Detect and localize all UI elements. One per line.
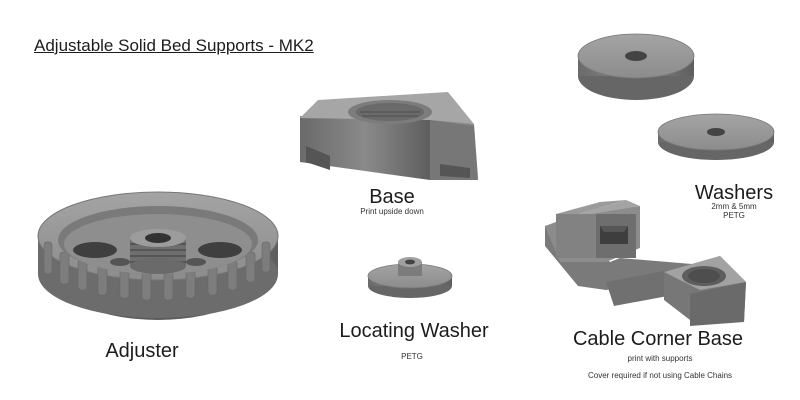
locating-washer-label: Locating Washer	[339, 320, 489, 342]
page-title: Adjustable Solid Bed Supports - MK2	[34, 36, 314, 55]
adjuster-label: Adjuster	[105, 340, 179, 362]
base-note: Print upside down	[360, 207, 424, 216]
cable-corner-base-note-cover: Cover required if not using Cable Chains	[587, 371, 733, 380]
base-part	[300, 92, 478, 180]
washers-note-material: PETG	[723, 211, 745, 220]
locating-washer-note: PETG	[401, 352, 423, 361]
cable-corner-base-note-supports: print with supports	[627, 354, 693, 363]
washer-large-part	[577, 33, 695, 100]
washer-small-part	[657, 113, 775, 160]
cable-corner-base-label: Cable Corner Base	[572, 328, 744, 350]
washers-note-size: 2mm & 5mm	[711, 202, 757, 211]
adjuster-part	[37, 191, 279, 320]
washers-label: Washers	[694, 182, 774, 204]
cable-corner-base-part	[545, 200, 746, 326]
locating-washer-part	[367, 257, 453, 298]
base-label: Base	[369, 186, 415, 208]
